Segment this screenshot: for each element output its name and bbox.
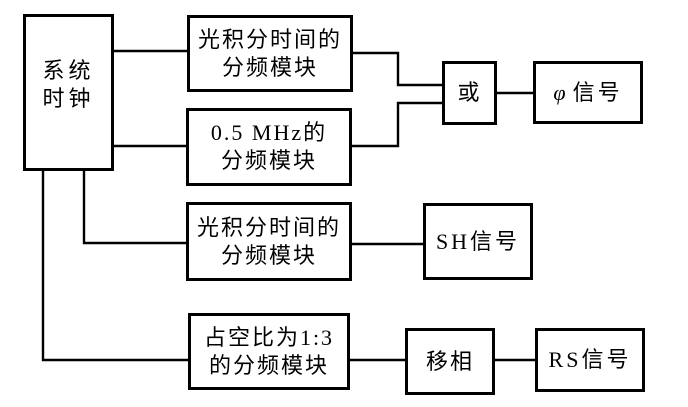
connector-clock-to-integration-mid: [82, 169, 186, 245]
connector-integration-top-to-or: [351, 51, 442, 87]
or-gate-label: 或: [457, 80, 482, 106]
sh-signal-label: SH信号: [435, 228, 521, 254]
mhz-divider-box: 0.5 MHz的 分频模块: [186, 108, 352, 186]
system-clock-label-line1: 系统: [42, 57, 95, 83]
phi-signal-label: 信号: [572, 79, 623, 105]
sh-signal-box: SH信号: [423, 203, 533, 280]
phase-shift-box: 移相: [405, 328, 495, 395]
duty-cycle-divider-box: 占空比为1:3 的分频模块: [188, 313, 350, 390]
connector-clock-to-duty-divider: [41, 169, 188, 362]
system-clock-label-line2: 时钟: [42, 85, 95, 111]
phi-symbol: φ: [553, 79, 566, 105]
phi-signal-box: φ 信号: [533, 61, 643, 124]
mhz-divider-label-line2: 分频模块: [220, 148, 317, 173]
connector-mhz-divider-to-or: [351, 101, 442, 148]
integration-divider-mid-label-line2: 分频模块: [220, 242, 317, 268]
integration-time-divider-mid-box: 光积分时间的 分频模块: [186, 202, 352, 281]
rs-signal-box: RS信号: [535, 328, 645, 392]
rs-signal-label: RS信号: [548, 347, 632, 373]
system-clock-box: 系统 时钟: [23, 14, 114, 171]
phase-shift-label: 移相: [425, 348, 474, 374]
integration-divider-top-label-line2: 分频模块: [221, 54, 318, 80]
mhz-divider-label-line1: 0.5 MHz的: [210, 120, 328, 146]
duty-cycle-divider-label-line1: 占空比为1:3: [203, 324, 335, 350]
integration-divider-mid-label-line1: 光积分时间的: [196, 214, 341, 240]
integration-divider-top-label-line1: 光积分时间的: [197, 26, 342, 52]
integration-time-divider-top-box: 光积分时间的 分频模块: [187, 15, 353, 92]
duty-cycle-divider-label-line2: 的分频模块: [208, 352, 329, 378]
or-gate-box: 或: [442, 61, 497, 125]
